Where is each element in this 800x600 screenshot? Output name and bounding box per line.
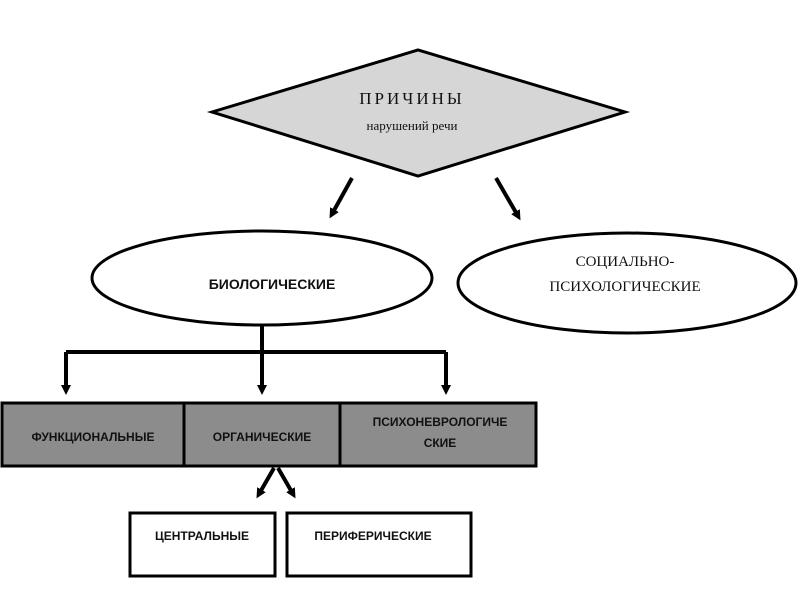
psychoneurological-node: ПСИХОНЕВРОЛОГИЧЕ СКИЕ xyxy=(338,401,538,468)
psychoneurological-label-line2: СКИЕ xyxy=(424,436,457,450)
functional-box xyxy=(0,401,186,468)
peripheral-node: ПЕРИФЕРИЧЕСКИЕ xyxy=(285,511,473,578)
biological-label: БИОЛОГИЧЕСКИЕ xyxy=(209,276,336,292)
organic-label: ОРГАНИЧЕСКИЕ xyxy=(213,430,311,444)
central-box xyxy=(128,511,277,578)
organic-branch-arrows xyxy=(256,467,296,499)
biological-branch-connectors xyxy=(61,325,451,395)
organic-box xyxy=(182,401,342,468)
root-title: ПРИЧИНЫ xyxy=(359,89,464,108)
organic-node: ОРГАНИЧЕСКИЕ xyxy=(182,401,342,468)
central-node: ЦЕНТРАЛЬНЫЕ xyxy=(128,511,277,578)
social-psychological-node: СОЦИАЛЬНО- ПСИХОЛОГИЧЕСКИЕ xyxy=(456,231,798,335)
root-diamond-node: ПРИЧИНЫ нарушений речи xyxy=(206,48,631,178)
social-psychological-ellipse xyxy=(456,231,798,335)
central-label: ЦЕНТРАЛЬНЫЕ xyxy=(155,529,249,543)
social-label-line2: ПСИХОЛОГИЧЕСКИЕ xyxy=(549,279,700,295)
psychoneurological-label-line1: ПСИХОНЕВРОЛОГИЧЕ xyxy=(373,415,508,429)
arrow-to-social xyxy=(494,176,521,221)
root-diamond-shape xyxy=(206,48,631,178)
root-subtitle: нарушений речи xyxy=(367,118,458,133)
arrow-to-peripheral xyxy=(276,467,296,499)
functional-label: ФУНКЦИОНАЛЬНЫЕ xyxy=(32,430,155,444)
arrow-to-biological xyxy=(329,177,354,219)
biological-node: БИОЛОГИЧЕСКИЕ xyxy=(90,229,434,327)
peripheral-box xyxy=(285,511,473,578)
social-label-line1: СОЦИАЛЬНО- xyxy=(576,254,675,270)
peripheral-label: ПЕРИФЕРИЧЕСКИЕ xyxy=(314,529,431,543)
psychoneurological-box xyxy=(338,401,538,468)
functional-node: ФУНКЦИОНАЛЬНЫЕ xyxy=(0,401,186,468)
arrow-to-central xyxy=(256,467,276,499)
